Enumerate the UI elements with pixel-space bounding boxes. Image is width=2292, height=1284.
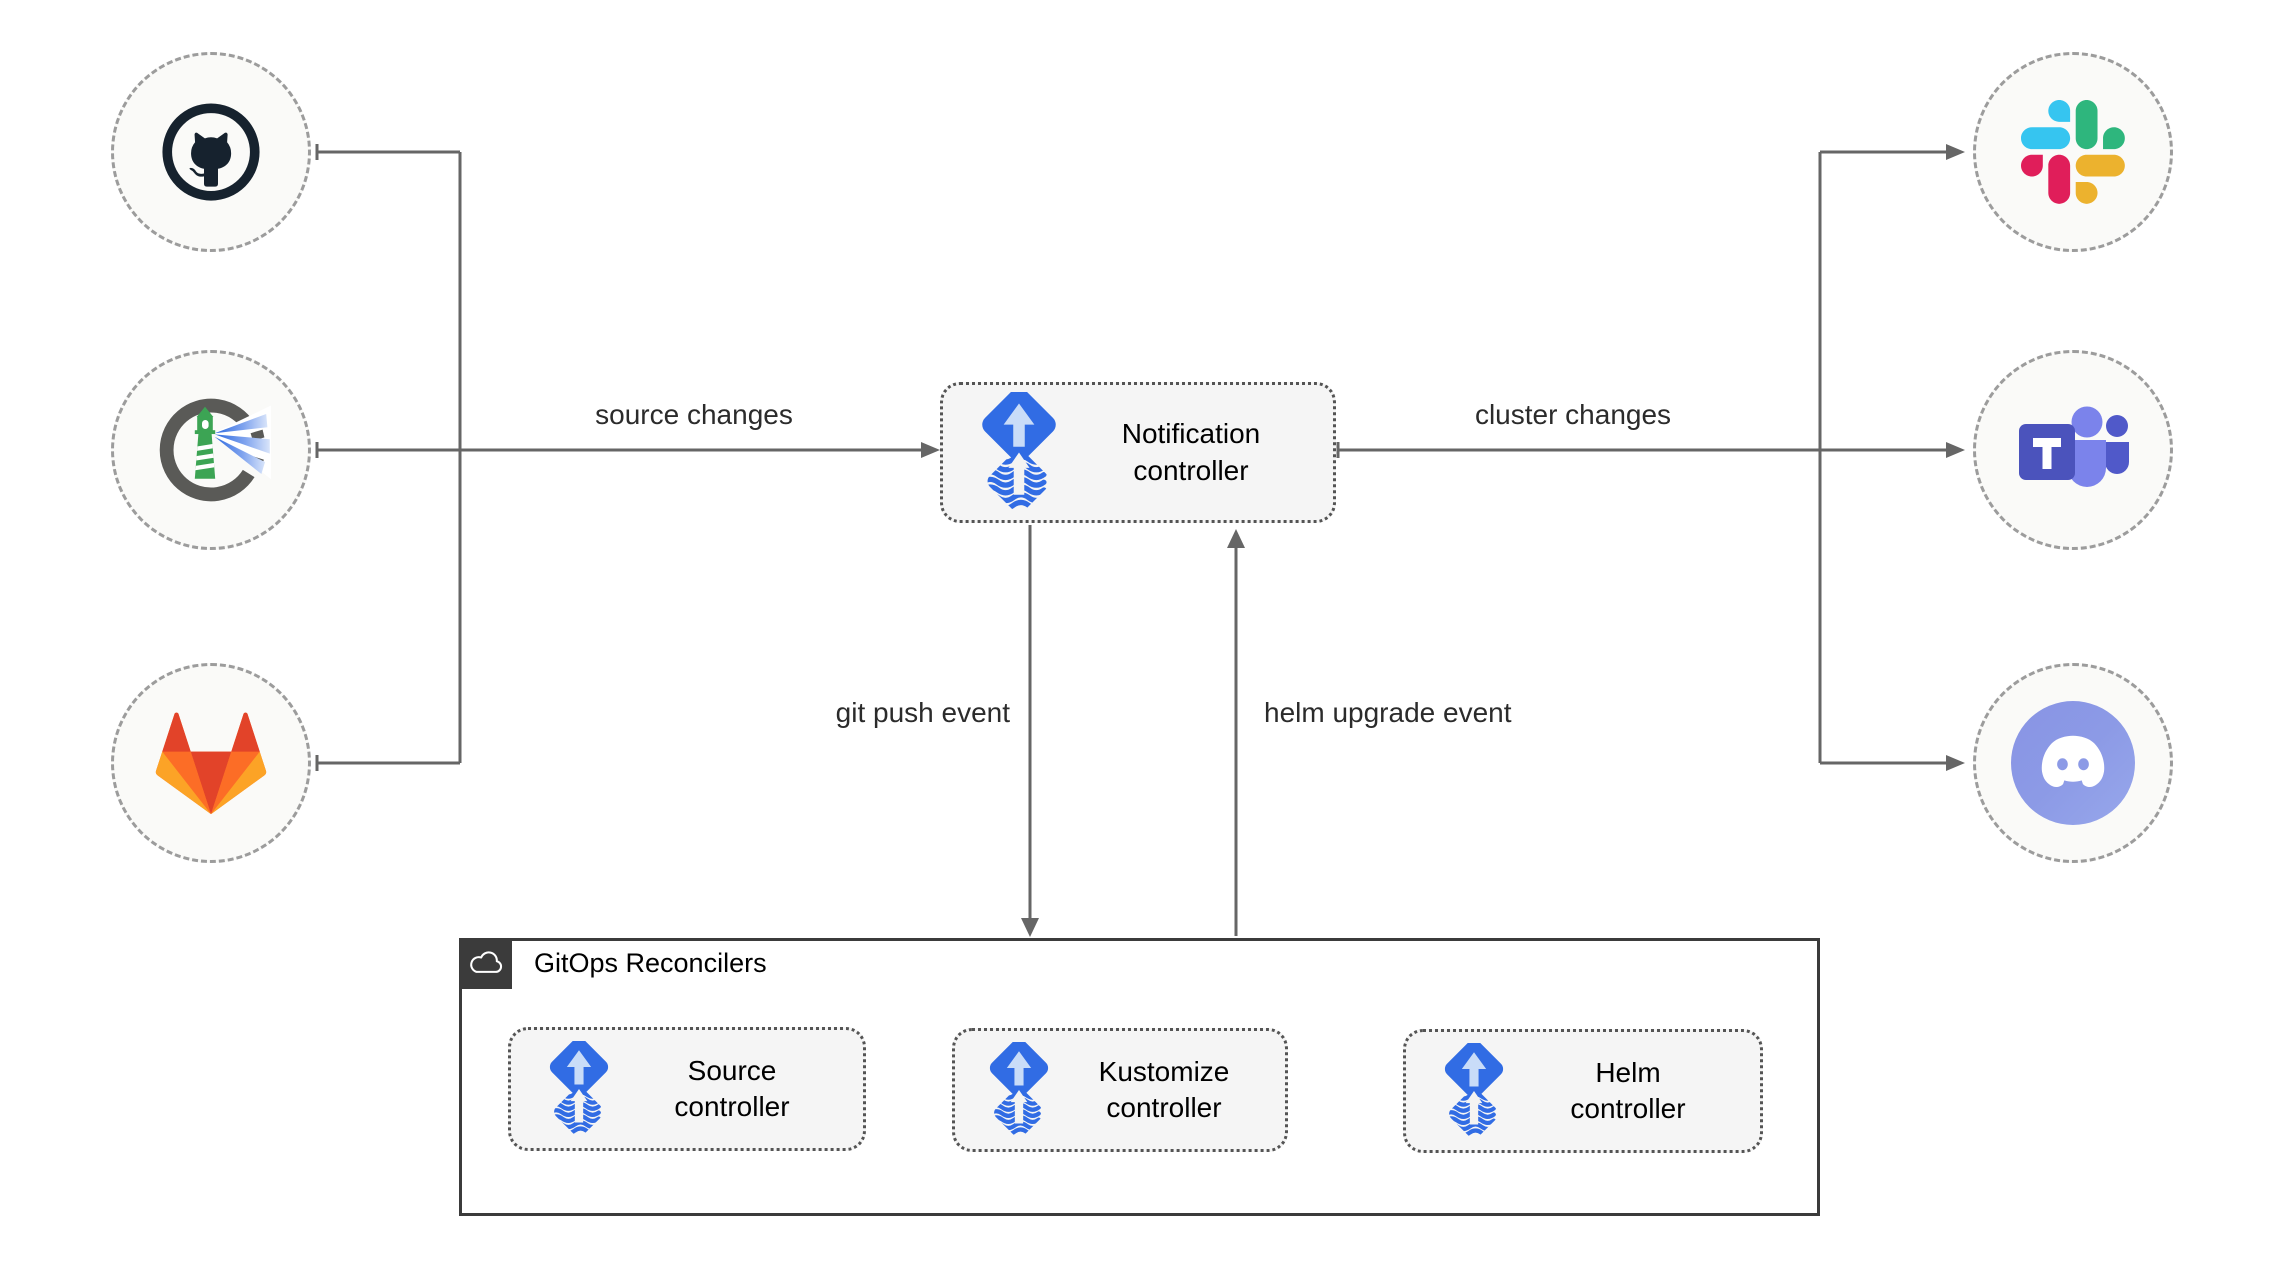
arrowhead-discord	[1946, 755, 1965, 771]
arrowhead-source-changes	[921, 442, 940, 458]
edge-label-source-changes: source changes	[595, 399, 793, 430]
edge-label-helm-upgrade-event: helm upgrade event	[1264, 697, 1512, 728]
kustomize-controller-label: Kustomize controller	[1098, 1055, 1230, 1123]
gitops-reconcilers-header	[459, 938, 512, 989]
source-node-github	[111, 52, 311, 252]
target-node-teams	[1973, 350, 2173, 550]
arrowhead-slack	[1946, 144, 1965, 160]
gitops-reconcilers-label: GitOps Reconcilers	[534, 948, 767, 978]
edge-label-git-push-event: git push event	[835, 697, 1010, 728]
edge-label-cluster-changes: cluster changes	[1474, 399, 1672, 430]
arrowhead-git-push	[1021, 918, 1039, 937]
teams-icon	[2019, 406, 2129, 487]
flux-icon	[1436, 1043, 1512, 1139]
flux-icon	[541, 1041, 617, 1137]
target-node-slack	[1973, 52, 2173, 252]
notification-controller-label: Notification controller	[1121, 418, 1261, 486]
source-controller-label: Source controller	[674, 1054, 790, 1122]
kustomize-controller-node: Kustomize controller	[952, 1028, 1288, 1152]
helm-controller-label: Helm controller	[1570, 1056, 1686, 1124]
github-icon	[162, 103, 260, 201]
flux-icon	[981, 1042, 1057, 1138]
discord-icon	[2011, 701, 2135, 825]
gitlab-icon	[155, 712, 267, 814]
arrowhead-helm-upgrade	[1227, 529, 1245, 548]
slack-icon	[2021, 100, 2125, 204]
source-node-gitlab	[111, 663, 311, 863]
cloud-icon	[469, 951, 502, 973]
target-node-discord	[1973, 663, 2173, 863]
notification-controller-node: Notification controller	[940, 382, 1336, 523]
helm-controller-node: Helm controller	[1403, 1029, 1763, 1153]
source-node-harbor	[111, 350, 311, 550]
flux-icon	[971, 392, 1067, 513]
arrowhead-teams	[1946, 442, 1965, 458]
source-controller-node: Source controller	[508, 1027, 866, 1151]
harbor-icon	[159, 398, 271, 502]
